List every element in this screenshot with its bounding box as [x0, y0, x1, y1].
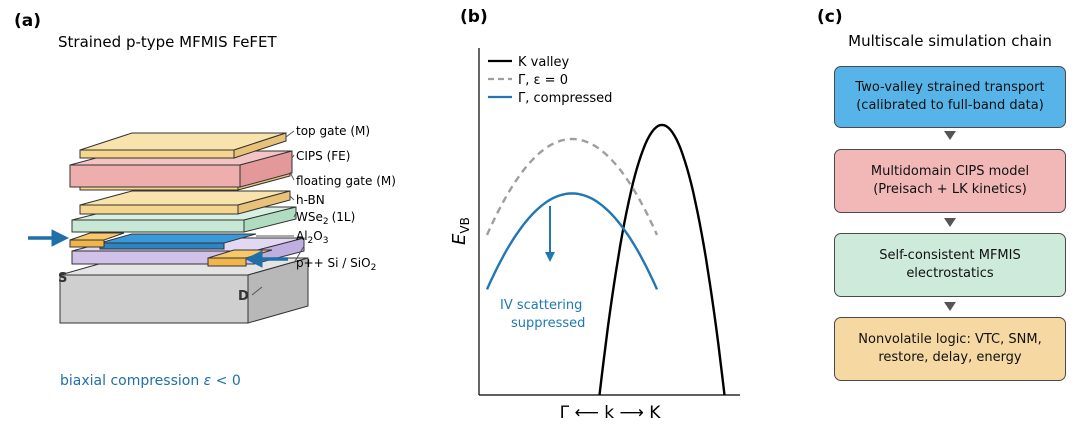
- legend-label-k-valley: K valley: [518, 55, 570, 70]
- top-gate-side: [233, 132, 287, 159]
- drain-label: D: [238, 289, 249, 304]
- curve-gamma-unstrained: [485, 137, 659, 236]
- flow-box-transport-line-2: (calibrated to full-band data): [856, 98, 1044, 113]
- flow-box-electrostatics-line-2: electrostatics: [906, 266, 994, 281]
- panel-a: (a) Strained p-type MFMIS FeFET: [14, 11, 396, 389]
- top-gate-front: [79, 149, 235, 159]
- y-axis-label: EVB: [449, 217, 472, 245]
- flow-box-cips-model-line-1: Multidomain CIPS model: [870, 164, 1030, 179]
- drain-contact-front: [207, 257, 247, 267]
- flow-box-logic-line-1: Nonvolatile logic: VTC, SNM,: [858, 332, 1042, 347]
- label-wse2: WSe2(1L): [296, 210, 355, 227]
- label-hbn: h-BN: [296, 193, 325, 207]
- flow-box-electrostatics-line-1: Self-consistent MFMIS: [879, 248, 1021, 263]
- layer-stack: [59, 132, 309, 324]
- flow-box-logic-line-2: restore, delay, energy: [878, 350, 1022, 365]
- annotation-line-1: IV scattering: [500, 298, 582, 313]
- legend-label-gamma-unstrained: Γ, ε = 0: [518, 73, 568, 88]
- strain-caption: biaxial compression ε < 0: [60, 373, 241, 389]
- panel-a-label: (a): [14, 11, 41, 31]
- label-cips: CIPS (FE): [296, 149, 350, 163]
- panel-c-title: Multiscale simulation chain: [848, 32, 1052, 50]
- x-axis-label: Γ ⟵ k ⟶ K: [560, 403, 662, 423]
- flow-arrow-2: [944, 218, 956, 227]
- band-curves: [485, 123, 726, 396]
- flow-box-logic: Nonvolatile logic: VTC, SNM, restore, del…: [834, 317, 1066, 381]
- label-floating-gate: floating gate (M): [296, 174, 396, 188]
- flow-box-transport: Two-valley strained transport (calibrated…: [834, 66, 1066, 128]
- flow-box-transport-line-1: Two-valley strained transport: [855, 80, 1045, 95]
- channel-front: [99, 242, 225, 250]
- layer-leaders: [251, 130, 305, 296]
- wse2-side: [243, 206, 297, 233]
- cips-front: [69, 164, 241, 188]
- hbn-front: [79, 204, 239, 215]
- flow-arrow-1: [944, 131, 956, 140]
- flow-box-cips-model-line-2: (Preisach + LK kinetics): [873, 182, 1027, 197]
- substrate-front: [59, 274, 249, 324]
- hbn-side: [237, 190, 291, 215]
- curve-gamma-compressed: [485, 192, 659, 290]
- curve-k-valley: [598, 123, 726, 396]
- label-substrate: p++ Si / SiO2: [296, 256, 376, 273]
- panel-c-label: (c): [817, 7, 843, 27]
- legend: K valley Γ, ε = 0 Γ, compressed: [488, 55, 612, 106]
- panel-b-label: (b): [460, 7, 488, 27]
- flow-box-electrostatics: Self-consistent MFMIS electrostatics: [834, 233, 1066, 297]
- layer-labels: top gate (M) CIPS (FE) floating gate (M)…: [296, 124, 396, 273]
- panel-a-title: Strained p-type MFMIS FeFET: [58, 33, 278, 51]
- label-top-gate: top gate (M): [296, 124, 370, 138]
- source-contact-front: [69, 239, 105, 248]
- panel-b: (b) EVB Γ ⟵ k ⟶ K IV scattering suppress…: [449, 7, 740, 423]
- wse2-front: [71, 219, 245, 233]
- cips-side: [239, 150, 293, 188]
- panel-c: (c) Multiscale simulation chain: [817, 7, 1052, 311]
- flow-box-cips-model: Multidomain CIPS model (Preisach + LK kin…: [834, 149, 1066, 213]
- legend-label-gamma-compressed: Γ, compressed: [518, 91, 612, 106]
- source-label: S: [58, 271, 67, 286]
- annotation-line-2: suppressed: [511, 316, 585, 331]
- label-al2o3: Al2O3: [296, 229, 328, 246]
- substrate-side: [247, 257, 309, 324]
- flow-arrow-3: [944, 302, 956, 311]
